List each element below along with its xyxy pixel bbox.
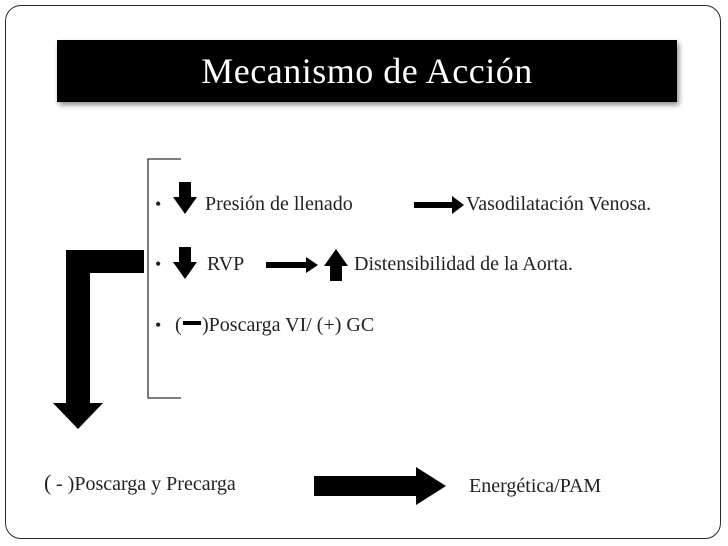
bullet-glyph: • — [155, 315, 162, 335]
bullet-1-result: Vasodilatación Venosa. — [466, 193, 652, 215]
minus-sign-icon — [183, 321, 201, 325]
bullet-glyph: • — [155, 254, 162, 274]
bottom-right-text: Energética/PAM — [469, 475, 602, 497]
slide-title: Mecanismo de Acción — [57, 40, 677, 102]
bullet-2-text: RVP — [207, 253, 245, 275]
right-arrow-icon — [414, 196, 464, 214]
bottom-open-paren: ( — [44, 470, 52, 495]
right-arrow-icon — [314, 467, 446, 505]
bullet-1-text: Presión de llenado — [205, 193, 353, 215]
bullet-glyph: • — [155, 194, 162, 214]
bullet-3-text: )Poscarga VI/ (+) GC — [202, 314, 375, 336]
up-arrow-icon — [324, 249, 348, 281]
down-arrow-icon — [173, 247, 197, 279]
bottom-left-text: - )Poscarga y Precarga — [56, 473, 236, 495]
bullet-3-open-paren: ( — [175, 314, 182, 336]
down-arrow-icon — [173, 182, 197, 214]
slide-frame — [5, 5, 721, 539]
right-arrow-icon — [266, 257, 318, 273]
bullet-2-result: Distensibilidad de la Aorta. — [354, 253, 573, 275]
